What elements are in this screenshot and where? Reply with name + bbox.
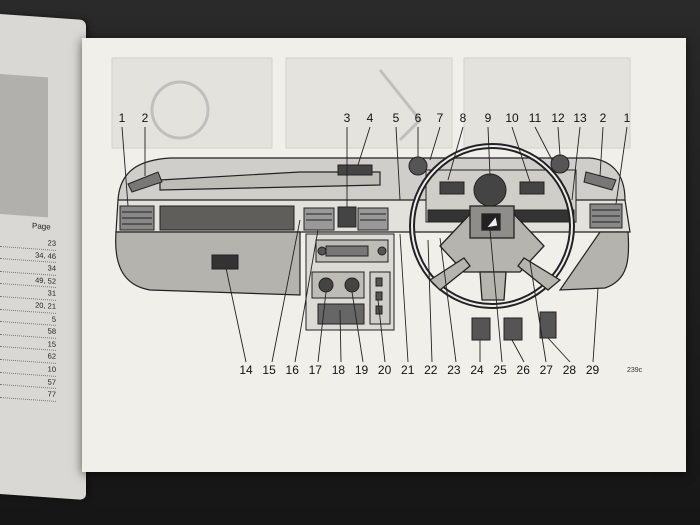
callout-label: 11 — [529, 111, 542, 125]
callout-label: 1 — [624, 111, 631, 125]
center-vents — [303, 207, 389, 231]
callout-label: 25 — [493, 363, 507, 377]
figure-code: 239c — [627, 367, 643, 374]
glovebox-handle — [211, 254, 239, 270]
center-console — [305, 233, 395, 331]
callout-label: 23 — [447, 363, 461, 377]
callout-label: 6 — [415, 111, 422, 125]
callout-label: 26 — [517, 363, 531, 377]
callout-label: 8 — [460, 111, 467, 125]
leader-lines-top — [121, 126, 628, 207]
leader-lines-bottom — [225, 219, 599, 363]
callout-label: 2 — [600, 111, 607, 125]
steering-wheel — [409, 143, 575, 309]
callout-label: 13 — [573, 111, 587, 125]
callout-label: 10 — [505, 111, 519, 125]
callout-label: 21 — [401, 363, 415, 377]
pedals — [471, 311, 557, 341]
callout-label: 4 — [367, 111, 374, 125]
upper-photo-panels — [111, 57, 631, 149]
callout-label: 1 — [119, 111, 126, 125]
callout-label: 2 — [142, 111, 149, 125]
callout-label: 16 — [286, 363, 300, 377]
side-vent-left — [119, 205, 155, 231]
callout-label: 24 — [470, 363, 484, 377]
callouts-bottom: 14 15 16 17 18 19 20 21 22 23 24 25 26 27 28 29 — [239, 363, 599, 377]
center-dash-vent — [337, 164, 373, 176]
side-vent-right — [589, 203, 623, 229]
callout-label: 9 — [485, 111, 492, 125]
defrost-vent-left — [127, 171, 163, 193]
callout-label: 12 — [551, 111, 565, 125]
defrost-vent-right — [583, 171, 617, 191]
callout-label: 14 — [239, 363, 253, 377]
callout-label: 19 — [355, 363, 369, 377]
callout-label: 18 — [332, 363, 346, 377]
callout-label: 27 — [540, 363, 554, 377]
storage-shelf — [159, 205, 295, 231]
callout-label: 5 — [393, 111, 400, 125]
callout-label: 20 — [378, 363, 392, 377]
page-number: 9 — [650, 471, 656, 481]
callout-label: 3 — [344, 111, 351, 125]
callout-label: 28 — [563, 363, 577, 377]
callout-label: 7 — [437, 111, 444, 125]
callout-label: 15 — [262, 363, 276, 377]
callout-label: 22 — [424, 363, 438, 377]
hazard-switch — [337, 206, 357, 228]
callout-label: 29 — [586, 363, 600, 377]
callout-label: 17 — [309, 363, 323, 377]
